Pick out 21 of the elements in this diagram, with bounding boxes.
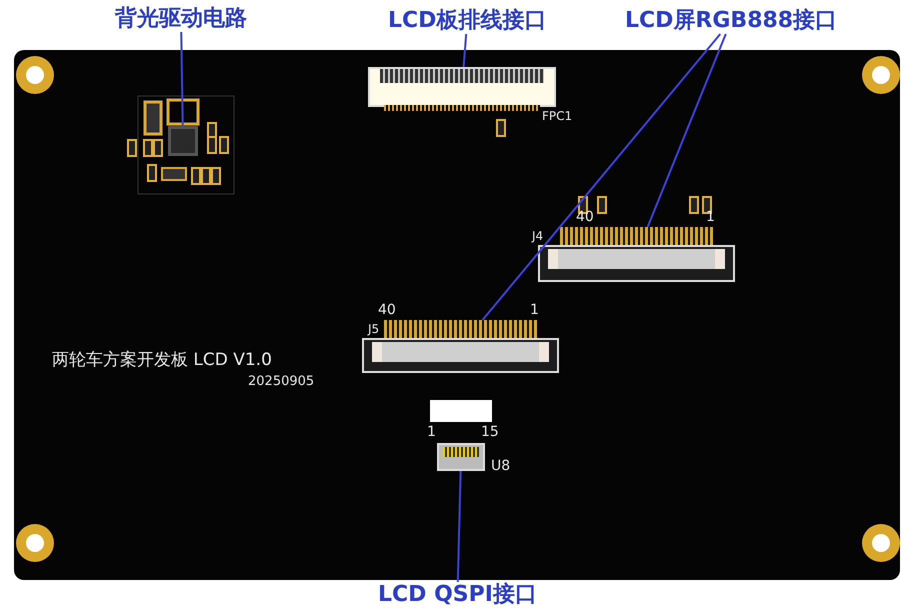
board-label: 两轮车方案开发板 LCD V1.0	[52, 349, 272, 371]
chip	[168, 126, 198, 156]
callout-label: LCD板排线接口	[388, 8, 546, 34]
leader-line	[462, 34, 468, 68]
silkscreen-label: FPC1	[542, 109, 572, 123]
leader-line	[180, 32, 184, 126]
leader-line	[482, 33, 722, 321]
silkscreen-label: 40	[378, 303, 396, 317]
silkscreen-label: J5	[368, 322, 380, 336]
leader-line	[456, 470, 462, 582]
silkscreen-label: J4	[532, 229, 544, 243]
silkscreen-label: 15	[481, 425, 499, 439]
callout-label: 背光驱动电路	[115, 6, 247, 32]
silkscreen-label: 1	[706, 210, 715, 224]
silkscreen-label: 1	[427, 425, 436, 439]
silkscreen-label: 1	[530, 303, 539, 317]
callout-label: LCD屏RGB888接口	[625, 8, 838, 34]
silkscreen-label: U8	[491, 459, 510, 473]
board-label: 20250905	[248, 374, 314, 389]
silkscreen-label: 40	[576, 210, 594, 224]
callout-label: LCD QSPI接口	[378, 582, 537, 608]
